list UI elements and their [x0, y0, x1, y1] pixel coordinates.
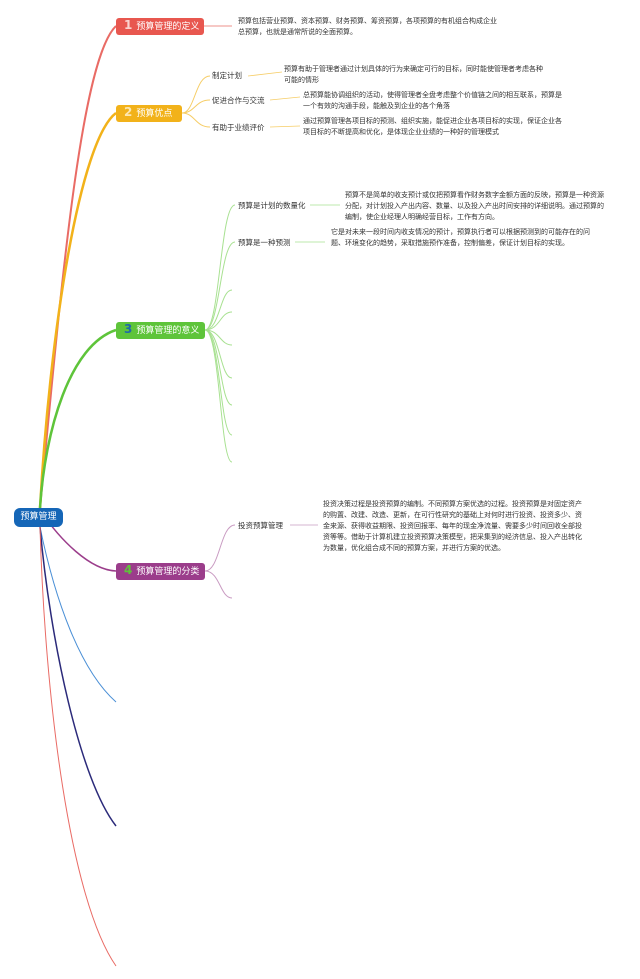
significance-label-1[interactable]: 预算是计划的数量化 — [238, 201, 306, 210]
advantage-label-3[interactable]: 有助于业绩评价 — [212, 123, 265, 132]
significance-label-2[interactable]: 预算是一种预测 — [238, 238, 291, 247]
advantage-text-3: 通过预算管理各项目标的预测、组织实施，能促进企业各项目标的实现，保证企业各项目标… — [303, 117, 562, 136]
category-label-1[interactable]: 投资预算管理 — [238, 521, 283, 530]
advantage-text-1: 预算有助于管理者通过计划具体的行为来确定可行的目标，同时能使管理者考虑各种可能的… — [284, 65, 543, 84]
category-text-1: 投资决策过程是投资预算的编制。不同预算方案优选的过程。投资预算是对固定资产的购置… — [323, 500, 582, 552]
root-node[interactable]: 预算管理 — [14, 508, 63, 527]
root-label: 预算管理 — [20, 512, 57, 522]
branch-label-3: 预算管理的意义 — [136, 326, 200, 336]
branch-label-2: 预算优点 — [136, 109, 173, 119]
advantage-label-1[interactable]: 制定计划 — [212, 71, 242, 80]
branch-number-2: 2 — [124, 105, 133, 119]
branch-number-3: 3 — [124, 322, 133, 336]
significance-text-2: 它是对未来一段时间内收支情况的预计，预算执行者可以根据预测到的可能存在的问题、环… — [331, 228, 590, 247]
branch-1-text: 预算包括营业预算、资本预算、财务预算、筹资预算，各项预算的有机组合构成企业总预算… — [238, 17, 497, 36]
advantage-label-2[interactable]: 促进合作与交流 — [212, 96, 265, 105]
branch-label-4: 预算管理的分类 — [136, 567, 200, 577]
branch-number-1: 1 — [124, 18, 133, 32]
branch-label-1: 预算管理的定义 — [136, 22, 200, 32]
advantage-text-2: 总预算能协调组织的活动，使得管理者全盘考虑整个价值链之间的相互联系，预算是一个有… — [303, 91, 562, 110]
branch-number-4: 4 — [124, 563, 133, 577]
significance-text-1: 预算不是简单的收支预计或仅把预算看作财务数字金额方面的反映，预算是一种资源分配，… — [345, 191, 604, 221]
